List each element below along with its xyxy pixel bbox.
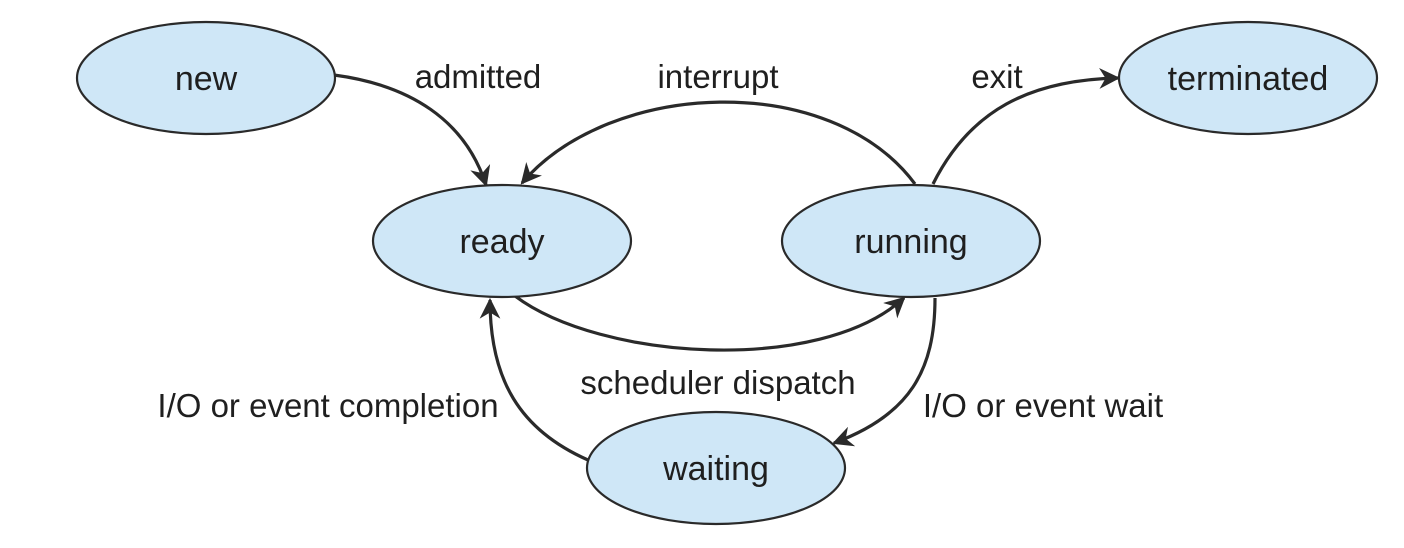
exit-edge: [931, 68, 1121, 185]
state-ready-ellipse: [371, 183, 633, 299]
admitted-edge: [333, 73, 491, 187]
state-ready: ready: [371, 183, 633, 299]
io-event-wait-label: I/O or event wait: [923, 387, 1163, 424]
state-running: running: [780, 183, 1042, 299]
interrupt-label: interrupt: [657, 58, 778, 95]
interrupt-edge: [520, 100, 917, 185]
transition-labels: admitted interrupt exit scheduler dispat…: [157, 58, 1163, 424]
transition-edges: [333, 68, 1121, 462]
state-ready-label: ready: [459, 223, 544, 261]
io-event-completion-label: I/O or event completion: [157, 387, 498, 424]
state-terminated-ellipse: [1117, 20, 1379, 136]
state-waiting: waiting: [585, 410, 847, 526]
state-running-label: running: [854, 223, 967, 261]
state-running-ellipse: [780, 183, 1042, 299]
state-new: new: [75, 20, 337, 136]
state-new-ellipse: [75, 20, 337, 136]
exit-label: exit: [971, 58, 1022, 95]
state-new-label: new: [175, 60, 238, 98]
scheduler-dispatch-label: scheduler dispatch: [580, 364, 855, 401]
admitted-label: admitted: [415, 58, 542, 95]
state-waiting-ellipse: [585, 410, 847, 526]
io-event-completion-edge: [479, 297, 589, 462]
scheduler-dispatch-edge: [514, 294, 906, 352]
state-waiting-label: waiting: [662, 450, 769, 488]
state-terminated-label: terminated: [1168, 60, 1329, 98]
state-terminated: terminated: [1117, 20, 1379, 136]
io-event-wait-edge: [832, 297, 937, 447]
